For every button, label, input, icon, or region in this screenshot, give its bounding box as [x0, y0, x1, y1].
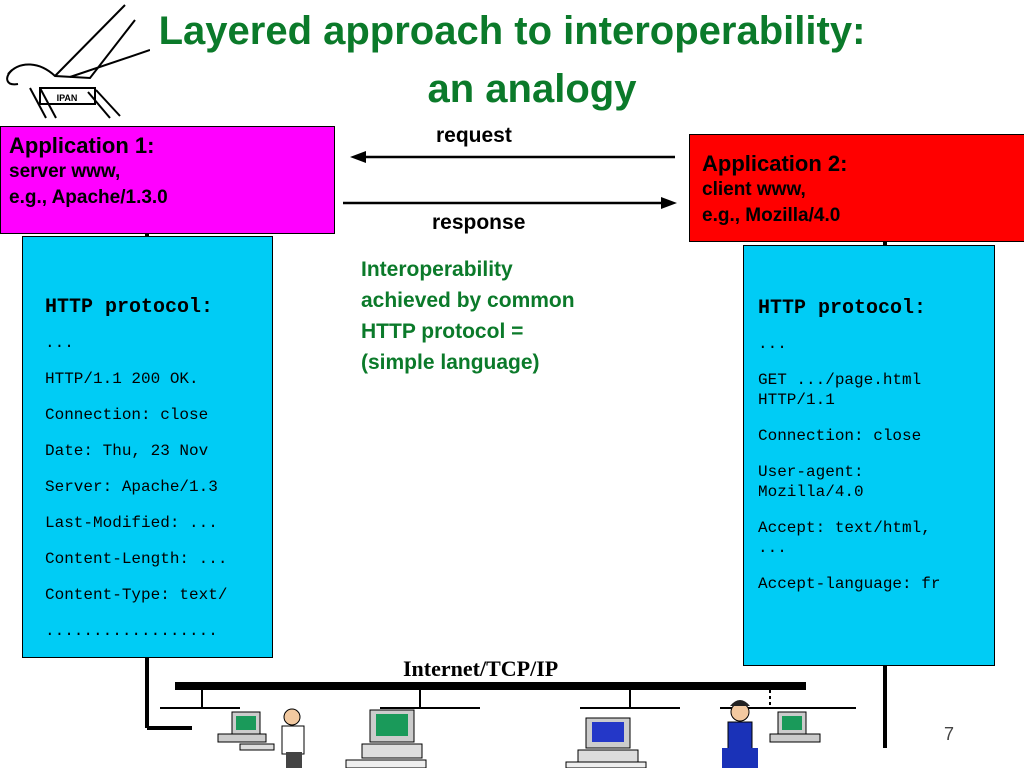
protocol-line: Connection: close: [45, 406, 209, 424]
protocol-line: Accept: text/html, ...: [758, 519, 931, 557]
app1-line3: e.g., Apache/1.3.0: [9, 187, 168, 208]
page-number: 7: [944, 724, 955, 744]
protocol-line: User-agent: Mozilla/4.0: [758, 463, 864, 501]
computer-icon: [565, 717, 647, 768]
protocol-line: ...: [45, 334, 74, 352]
app1-box: Application 1: server www, e.g., Apache/…: [0, 126, 335, 234]
protocol-line: Accept-language: fr: [758, 575, 941, 593]
protocol-line: Server: Apache/1.3: [45, 478, 218, 496]
workstation-user-icon: [217, 708, 305, 768]
logo-text: IPAN: [57, 93, 78, 103]
ipan-logo: IPAN: [6, 4, 150, 119]
app2-title: Application 2:: [702, 151, 848, 176]
protocol-line: ..................: [45, 622, 218, 640]
protocol-line: HTTP/1.1 200 OK.: [45, 370, 199, 388]
protocol-header: HTTP protocol:: [758, 297, 927, 320]
app1-title: Application 1:: [9, 133, 155, 158]
workstation-user-icon: [722, 700, 821, 768]
protocol-line: ...: [758, 335, 787, 353]
computer-icon: [345, 709, 427, 768]
app2-line2: client www,: [702, 179, 806, 200]
network-label: Internet/TCP/IP: [403, 656, 559, 681]
note-line: Interoperability: [361, 258, 513, 281]
note-line: HTTP protocol =: [361, 320, 524, 343]
protocol-line: Content-Length: ...: [45, 550, 228, 568]
slide-title: Layered approach to interoperability: an…: [0, 2, 1024, 118]
note-line: (simple language): [361, 351, 540, 374]
protocol-line: Date: Thu, 23 Nov: [45, 442, 209, 460]
protocol-line: Last-Modified: ...: [45, 514, 218, 532]
protocol-line: GET .../page.html HTTP/1.1: [758, 371, 922, 409]
app1-line2: server www,: [9, 161, 121, 182]
protocol-box-client: HTTP protocol: ... GET .../page.html HTT…: [743, 245, 995, 666]
response-arrow: [343, 197, 677, 209]
app2-line3: e.g., Mozilla/4.0: [702, 205, 841, 226]
protocol-line: Content-Type: text/: [45, 586, 228, 604]
protocol-box-server: HTTP protocol: ... HTTP/1.1 200 OK. Conn…: [22, 236, 273, 658]
interoperability-note: Interoperability achieved by common HTTP…: [361, 254, 575, 378]
app2-box: Application 2: client www, e.g., Mozilla…: [689, 134, 1024, 242]
protocol-header: HTTP protocol:: [45, 296, 214, 319]
request-label: request: [436, 124, 512, 147]
response-label: response: [432, 211, 526, 234]
request-arrow: [350, 151, 675, 163]
slide-title-line2: an analogy: [427, 67, 637, 111]
protocol-line: Connection: close: [758, 427, 922, 445]
slide-title-line1: Layered approach to interoperability:: [158, 9, 866, 53]
note-line: achieved by common: [361, 289, 575, 312]
